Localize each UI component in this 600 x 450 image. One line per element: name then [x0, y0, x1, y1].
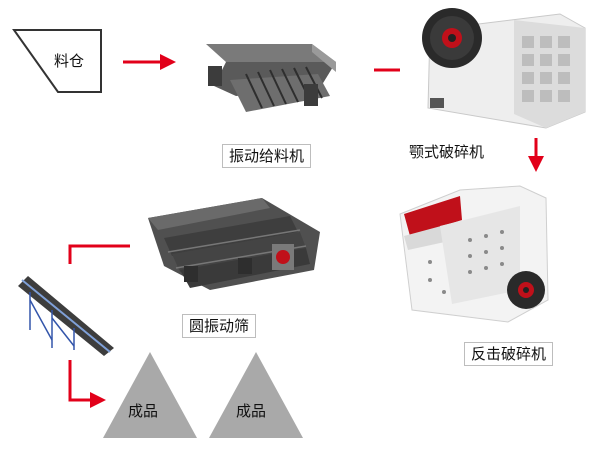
- product-label-1: 成品: [128, 402, 159, 420]
- arrow-screen-return: [68, 244, 130, 264]
- screen-label: 圆振动筛: [182, 314, 257, 338]
- arrow-jaw-to-impact: [528, 138, 544, 172]
- hopper-shape: [12, 29, 102, 93]
- circular-vibrating-screen-image: [148, 198, 320, 290]
- vibrating-feeder-image: [206, 44, 336, 112]
- product-pile-1: [103, 352, 197, 438]
- impact-crusher-label: 反击破碎机: [464, 342, 554, 366]
- hopper-label: 料仓: [54, 52, 85, 70]
- product-pile-2: [209, 352, 303, 438]
- product-label-2: 成品: [236, 402, 267, 420]
- arrow-hopper-to-feeder: [123, 54, 176, 70]
- jaw-crusher-image: [422, 8, 586, 129]
- arrow-to-product: [68, 360, 106, 408]
- jaw-crusher-label: 颚式破碎机: [402, 140, 492, 164]
- impact-crusher-image: [399, 185, 549, 323]
- feeder-label: 振动给料机: [222, 144, 312, 168]
- belt-conveyor-image: [18, 276, 114, 356]
